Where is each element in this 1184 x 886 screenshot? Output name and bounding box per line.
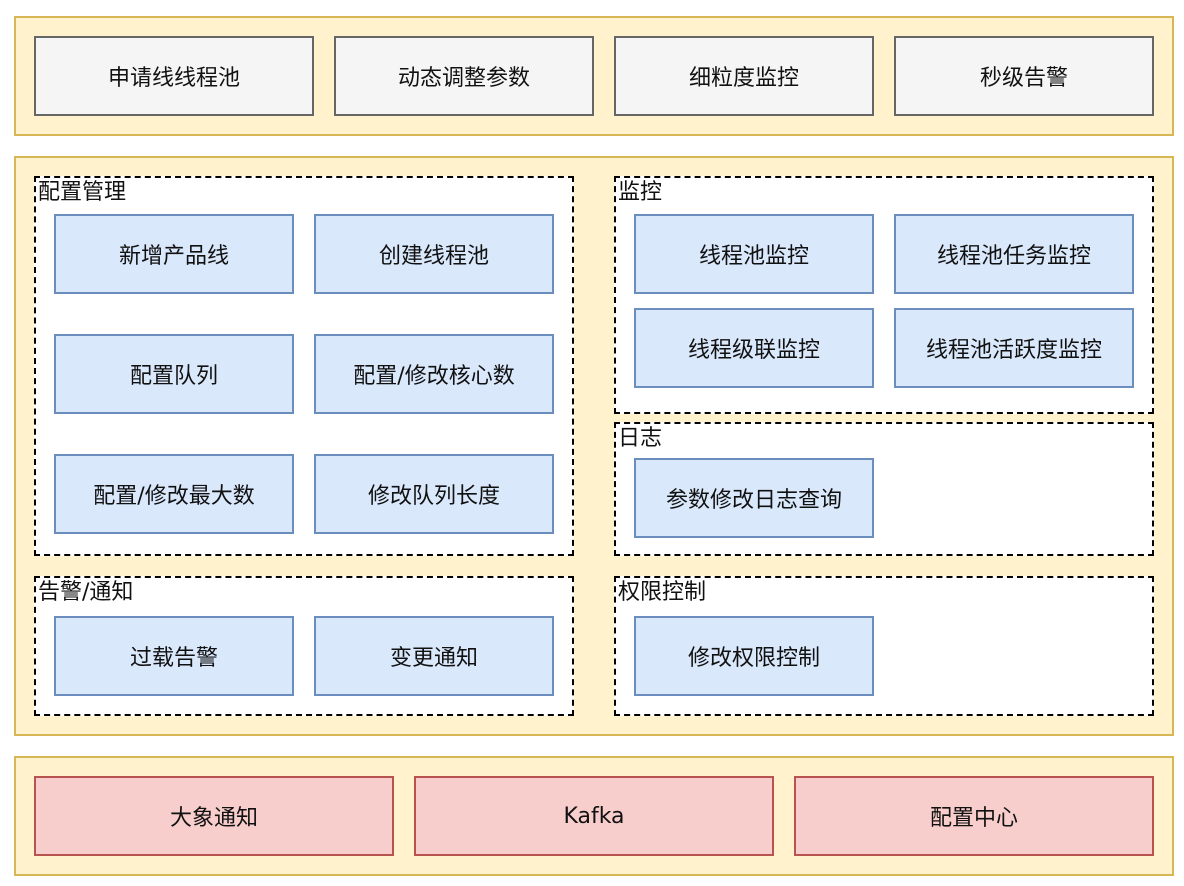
alert-item-label: 过载告警 [129,646,218,671]
alert-change-notice[interactable]: 变更通知 [314,616,554,696]
config-core-count[interactable]: 配置/修改核心数 [314,334,554,414]
config-item-label: 配置/修改最大数 [93,484,255,509]
group-label-config: 配置管理 [38,180,127,205]
log-item-label: 参数修改日志查询 [665,488,842,513]
top-box-label: 申请线线程池 [107,66,240,91]
group-label-alert: 告警/通知 [38,580,134,605]
group-label-monitor: 监控 [618,180,663,205]
monitor-thread-pool-task[interactable]: 线程池任务监控 [894,214,1134,294]
config-queue[interactable]: 配置队列 [54,334,294,414]
top-box-second-level-alert[interactable]: 秒级告警 [894,36,1154,116]
config-add-product-line[interactable]: 新增产品线 [54,214,294,294]
top-box-label: 动态调整参数 [397,66,530,91]
monitor-item-label: 线程级联监控 [687,338,820,363]
bottom-box-label: Kafka [563,803,625,829]
config-max-count[interactable]: 配置/修改最大数 [54,454,294,534]
monitor-item-label: 线程池活跃度监控 [925,338,1102,363]
monitor-item-label: 线程池任务监控 [936,244,1091,269]
config-item-label: 创建线程池 [378,244,489,269]
bottom-box-kafka[interactable]: Kafka [414,776,774,856]
config-item-label: 配置/修改核心数 [353,364,515,389]
top-box-fine-grained-monitor[interactable]: 细粒度监控 [614,36,874,116]
config-item-label: 新增产品线 [118,244,229,269]
monitor-thread-pool-activity[interactable]: 线程池活跃度监控 [894,308,1134,388]
bottom-box-config-center[interactable]: 配置中心 [794,776,1154,856]
alert-item-label: 变更通知 [389,646,478,671]
config-item-label: 配置队列 [129,364,218,389]
bottom-box-label: 大象通知 [169,806,258,831]
top-box-dynamic-params[interactable]: 动态调整参数 [334,36,594,116]
bottom-box-label: 配置中心 [929,806,1018,831]
bottom-box-elephant-notify[interactable]: 大象通知 [34,776,394,856]
top-box-label: 细粒度监控 [688,66,799,91]
log-param-change-query[interactable]: 参数修改日志查询 [634,458,874,538]
alert-overload[interactable]: 过载告警 [54,616,294,696]
config-queue-length[interactable]: 修改队列长度 [314,454,554,534]
group-label-log: 日志 [618,426,663,451]
monitor-item-label: 线程池监控 [698,244,809,269]
permission-modify-control[interactable]: 修改权限控制 [634,616,874,696]
monitor-thread-pool[interactable]: 线程池监控 [634,214,874,294]
config-create-thread-pool[interactable]: 创建线程池 [314,214,554,294]
top-box-apply-thread-pool[interactable]: 申请线线程池 [34,36,314,116]
group-label-permission: 权限控制 [618,580,707,605]
config-item-label: 修改队列长度 [367,484,500,509]
monitor-thread-cascade[interactable]: 线程级联监控 [634,308,874,388]
top-box-label: 秒级告警 [979,66,1068,91]
permission-item-label: 修改权限控制 [687,646,820,671]
